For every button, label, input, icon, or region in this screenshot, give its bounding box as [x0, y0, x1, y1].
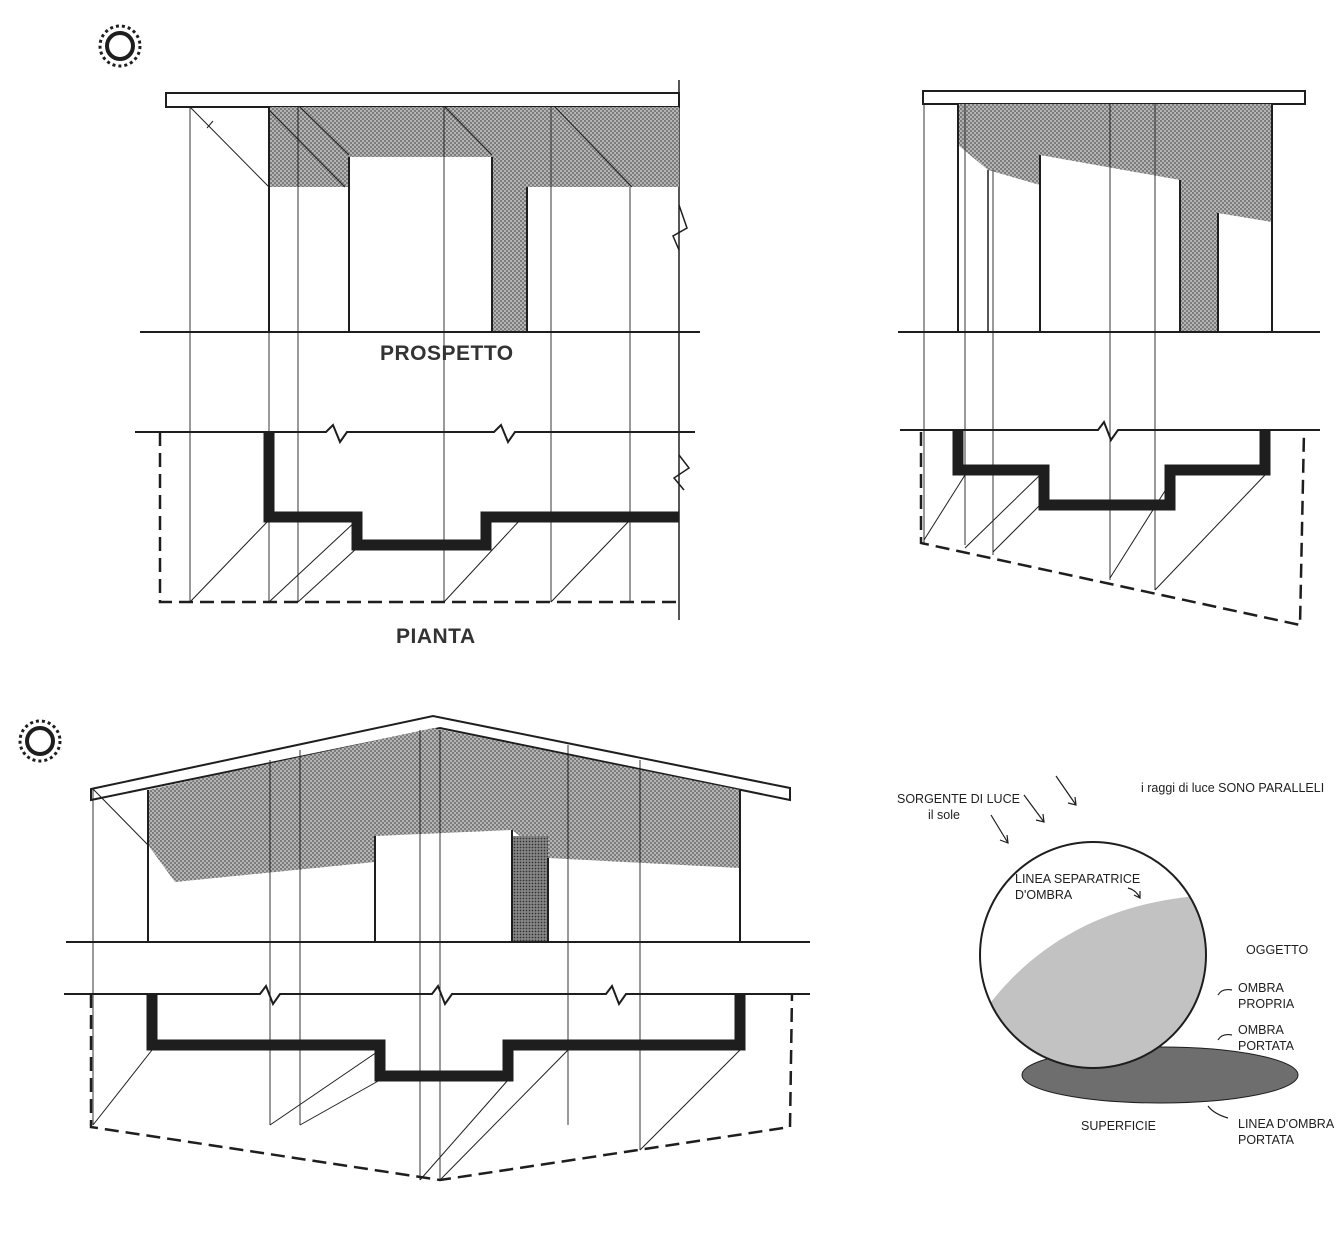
self-shadow-area [980, 895, 1206, 1068]
pianta-label: PIANTA [396, 625, 476, 648]
prospetto-label: PROSPETTO [380, 342, 514, 365]
raggi-label: i raggi di luce SONO PARALLELI [1141, 781, 1324, 795]
light-ray-arrows [990, 775, 1233, 1119]
ombra-portata-label: OMBRA [1238, 1023, 1285, 1037]
ombra-propria-sub-label: PROPRIA [1238, 997, 1295, 1011]
elevation-plan-diagram [135, 80, 700, 620]
sun-icon [98, 24, 142, 68]
ombra-portata-sub-label: PORTATA [1238, 1039, 1295, 1053]
linea-separatrice-label: LINEA SEPARATRICE [1015, 872, 1140, 886]
oggetto-label: OGGETTO [1246, 943, 1309, 957]
sun-icon [18, 719, 62, 763]
ombra-propria-label: OMBRA [1238, 981, 1285, 995]
linea-separatrice-sub-label: D'OMBRA [1015, 888, 1073, 902]
angled-elevation-plan-diagram [898, 90, 1320, 627]
shadow-concept-diagram [979, 775, 1299, 1119]
gable-elevation-plan-diagram [64, 714, 810, 1182]
sorgente-sub-label: il sole [928, 808, 960, 822]
sorgente-label: SORGENTE DI LUCE [897, 792, 1020, 806]
linea-ombra-label: LINEA D'OMBRA [1238, 1117, 1335, 1131]
linea-ombra-sub-label: PORTATA [1238, 1133, 1295, 1147]
superficie-label: SUPERFICIE [1081, 1119, 1156, 1133]
